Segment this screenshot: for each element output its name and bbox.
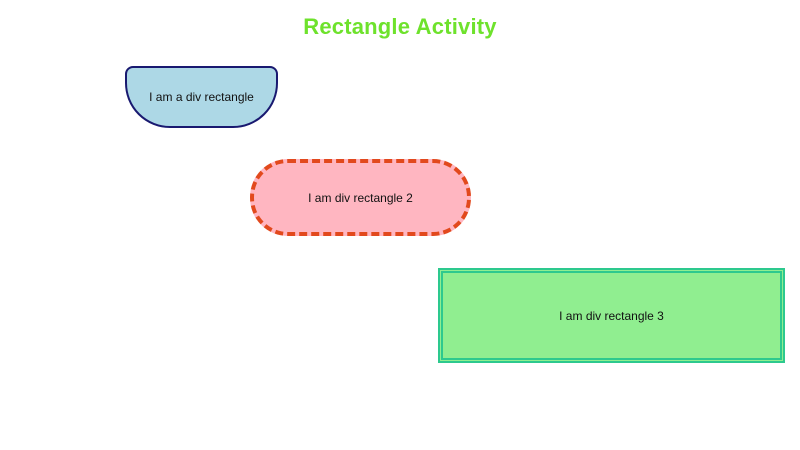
div-rectangle-2: I am div rectangle 2 <box>250 159 471 236</box>
page-title: Rectangle Activity <box>303 14 497 39</box>
rectangle-3-label: I am div rectangle 3 <box>559 308 664 323</box>
rectangle-1-label: I am a div rectangle <box>149 90 254 104</box>
rectangle-2-label: I am div rectangle 2 <box>308 190 413 205</box>
div-rectangle-3: I am div rectangle 3 <box>438 268 785 363</box>
div-rectangle-1: I am a div rectangle <box>125 66 278 128</box>
